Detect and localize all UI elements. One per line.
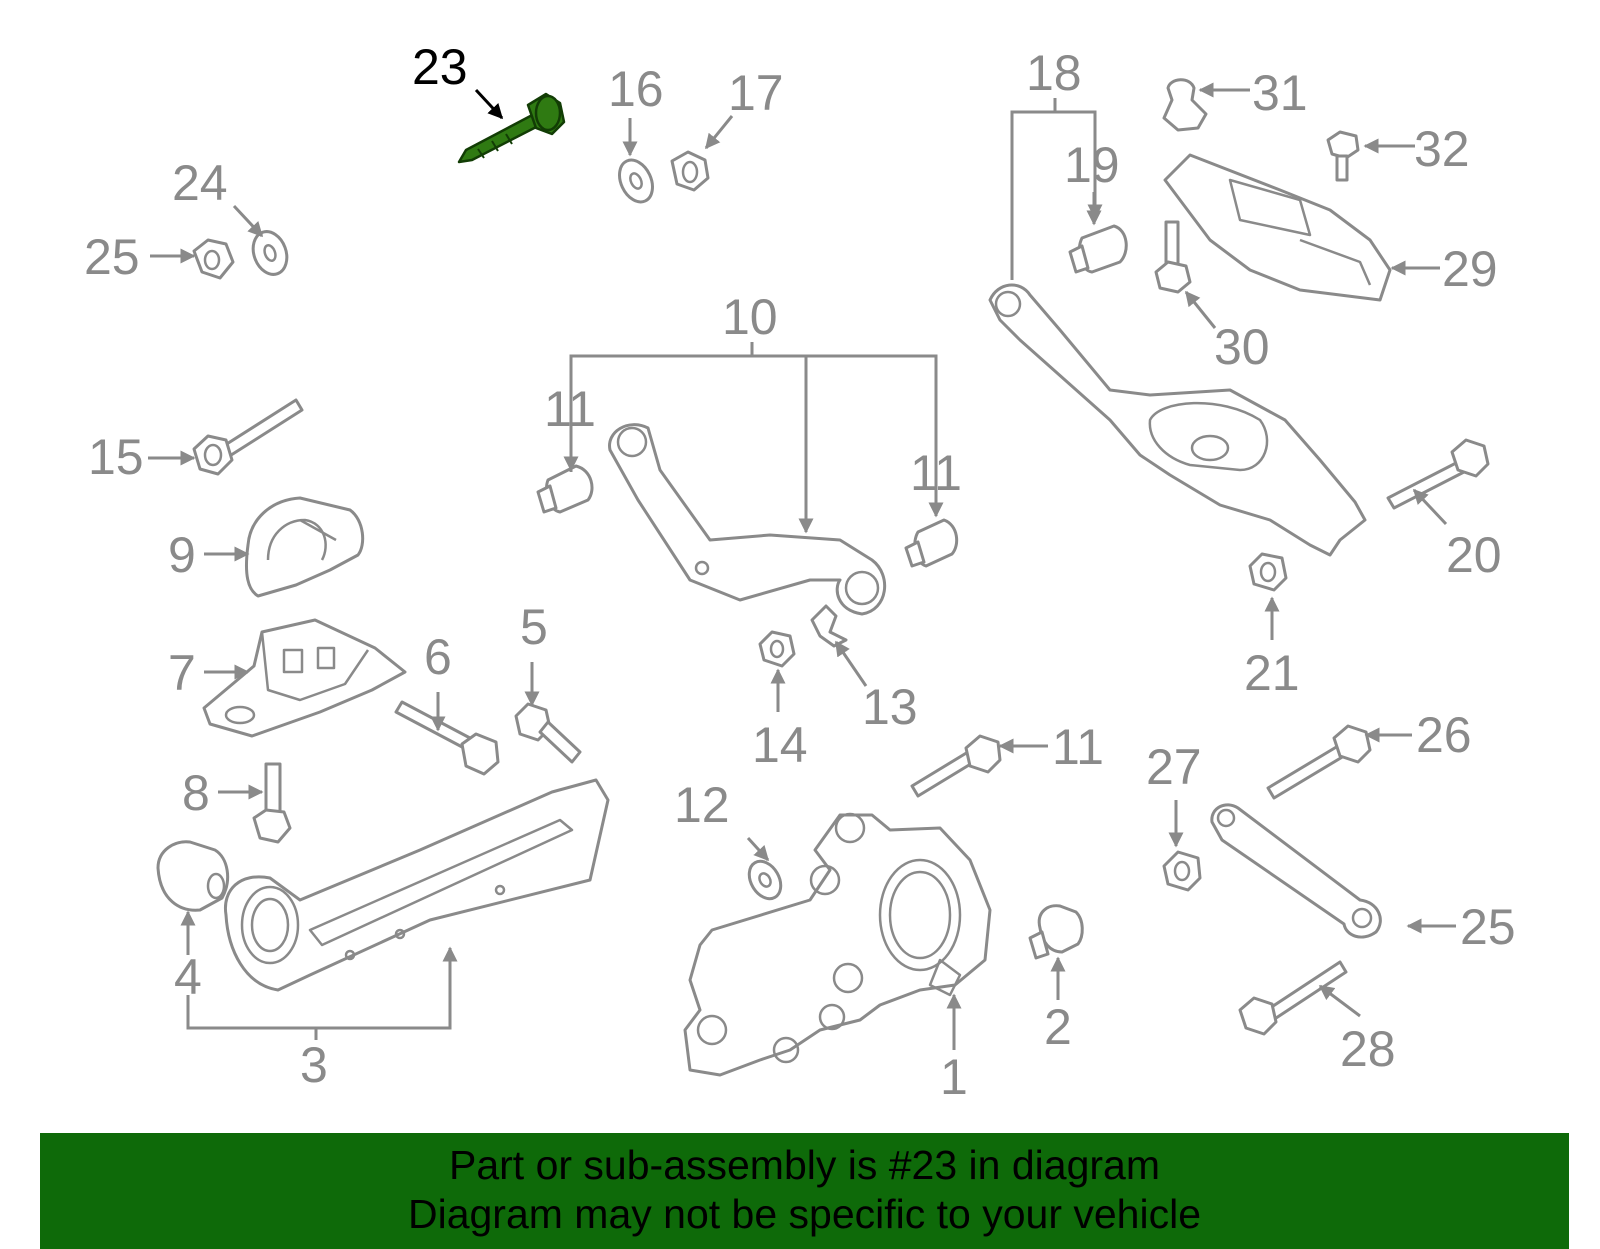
callout-27: 26 (1416, 707, 1472, 763)
callout-32: 31 (1252, 65, 1308, 121)
part-21-bolt[interactable] (1386, 438, 1490, 510)
part-5-bolt[interactable] (514, 702, 582, 764)
callout-10: 10 (722, 289, 778, 345)
callout-23: 23 (412, 39, 468, 95)
part-31-bolt[interactable] (1154, 220, 1192, 294)
callout-28: 27 (1146, 739, 1202, 795)
callout-2: 2 (1044, 999, 1072, 1055)
part-11-bushing-right[interactable] (904, 518, 959, 568)
part-6-bolt[interactable] (394, 700, 500, 776)
callout-8: 8 (182, 765, 210, 821)
part-1-knuckle[interactable] (683, 812, 992, 1077)
callout-6: 6 (424, 629, 452, 685)
part-33-bolt[interactable] (1326, 130, 1360, 182)
part-10-upper-arm[interactable] (608, 423, 887, 616)
callout-7: 7 (168, 645, 196, 701)
callout-20: 19 (1064, 137, 1120, 193)
part-22-nut[interactable] (1248, 552, 1288, 592)
callout-21: 20 (1446, 527, 1502, 583)
part-25-nut[interactable] (192, 238, 235, 280)
callout-11-left: 11 (544, 381, 596, 437)
part-17-washer[interactable] (613, 155, 659, 208)
callout-13: 12 (674, 777, 730, 833)
part-26-link[interactable] (1210, 803, 1382, 939)
part-18-nut[interactable] (670, 150, 710, 192)
callout-25: 25 (84, 229, 140, 285)
part-8-stud-bolt[interactable] (252, 762, 292, 844)
leader-lines (148, 82, 1456, 1050)
callout-3: 3 (300, 1037, 328, 1093)
callout-11-right: 11 (910, 445, 962, 501)
callout-24: 24 (172, 155, 228, 211)
part-12-bolt[interactable] (910, 734, 1002, 798)
callout-4: 4 (174, 949, 202, 1005)
callout-33: 32 (1414, 121, 1470, 177)
banner-line-2: Diagram may not be specific to your vehi… (407, 1191, 1201, 1237)
part-15-nut[interactable] (758, 630, 796, 668)
part-7-mount[interactable] (202, 618, 407, 738)
part-27-bolt[interactable] (1266, 724, 1372, 800)
callout-18: 17 (728, 65, 784, 121)
part-9-mount-cover[interactable] (244, 496, 365, 598)
callout-17: 16 (608, 61, 664, 117)
callout-22: 21 (1244, 645, 1300, 701)
callout-1: 1 (940, 1049, 968, 1105)
part-3-trailing-arm[interactable] (223, 778, 610, 992)
callout-12: 11 (1052, 719, 1104, 775)
part-2-bushing[interactable] (1028, 904, 1084, 960)
part-32-clip[interactable] (1162, 78, 1208, 132)
part-24-washer[interactable] (247, 227, 292, 279)
part-19-spring-link[interactable] (988, 283, 1367, 557)
part-28-nut[interactable] (1162, 850, 1202, 892)
suspension-parts-diagram: 23 16 17 24 25 15 9 7 6 5 8 4 3 10 11 11… (84, 39, 1516, 1105)
callout-31: 30 (1214, 319, 1270, 375)
callout-26: 25 (1460, 899, 1516, 955)
banner-line-1: Part or sub-assembly is #23 in diagram (449, 1142, 1160, 1188)
callout-16: 15 (88, 429, 144, 485)
callout-30: 29 (1442, 241, 1498, 297)
callout-9: 9 (168, 527, 196, 583)
part-16-bolt[interactable] (192, 398, 304, 476)
callout-14: 13 (862, 679, 918, 735)
part-20-bushing[interactable] (1068, 224, 1128, 274)
part-11-bushing-left[interactable] (536, 464, 594, 514)
part-30-cover[interactable] (1163, 153, 1392, 302)
part-4-bushing[interactable] (156, 840, 230, 912)
callout-5: 5 (520, 599, 548, 655)
part-23-bolt[interactable] (457, 92, 566, 164)
info-banner: Part or sub-assembly is #23 in diagram D… (40, 1133, 1569, 1249)
part-29-bolt[interactable] (1238, 960, 1348, 1036)
part-14-clip[interactable] (810, 604, 848, 648)
callout-19: 18 (1026, 45, 1082, 101)
callout-15: 14 (752, 717, 808, 773)
callout-29: 28 (1340, 1021, 1396, 1077)
callout-labels: 23 16 17 24 25 15 9 7 6 5 8 4 3 10 11 11… (84, 39, 1516, 1105)
part-13-washer[interactable] (743, 856, 787, 905)
